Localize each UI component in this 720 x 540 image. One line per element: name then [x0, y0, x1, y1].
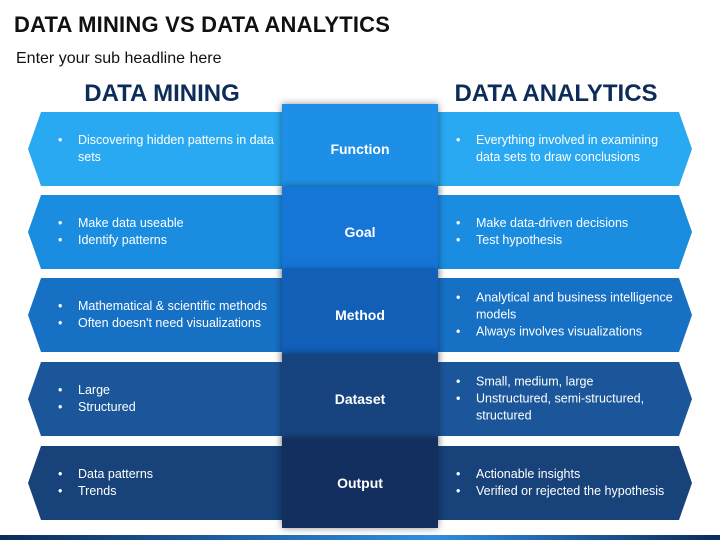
data-analytics-bullets: Small, medium, largeUnstructured, semi-s…: [452, 374, 676, 425]
bottom-accent-bar: [0, 535, 720, 540]
bullet-item: Always involves visualizations: [452, 324, 676, 341]
category-label: Output: [337, 475, 383, 491]
comparison-row-dataset: LargeStructured Small, medium, largeUnstr…: [0, 354, 720, 444]
bullet-item: Test hypothesis: [452, 232, 676, 249]
data-mining-bullets: Data patternsTrends: [54, 466, 282, 500]
data-analytics-bullets: Analytical and business intelligence mod…: [452, 290, 676, 341]
bullet-item: Often doesn't need visualizations: [54, 315, 282, 332]
category-label-box: Dataset: [282, 354, 438, 444]
category-label: Dataset: [334, 391, 386, 407]
bullet-item: Everything involved in examining data se…: [452, 132, 676, 166]
bullet-item: Small, medium, large: [452, 374, 676, 391]
page-title: DATA MINING VS DATA ANALYTICS: [14, 12, 391, 37]
page-subtitle: Enter your sub headline here: [16, 50, 222, 67]
category-label-box: Method: [282, 270, 438, 360]
bullet-item: Large: [54, 382, 282, 399]
category-label-box: Function: [282, 104, 438, 194]
category-label-box: Output: [282, 438, 438, 528]
data-mining-bullets: LargeStructured: [54, 382, 282, 416]
bullet-item: Verified or rejected the hypothesis: [452, 483, 676, 500]
bullet-item: Make data useable: [54, 215, 282, 232]
comparison-row-function: Discovering hidden patterns in data sets…: [0, 104, 720, 194]
category-label-box: Goal: [282, 187, 438, 277]
data-analytics-header: DATA ANALYTICS: [454, 80, 658, 107]
bullet-item: Discovering hidden patterns in data sets: [54, 132, 282, 166]
data-analytics-bullets: Actionable insightsVerified or rejected …: [452, 466, 676, 500]
data-mining-bullets: Make data useableIdentify patterns: [54, 215, 282, 249]
bullet-item: Make data-driven decisions: [452, 215, 676, 232]
bullet-item: Data patterns: [54, 466, 282, 483]
data-analytics-bullets: Everything involved in examining data se…: [452, 132, 676, 166]
bullet-item: Analytical and business intelligence mod…: [452, 290, 676, 324]
category-label: Method: [335, 307, 385, 323]
bullet-item: Structured: [54, 399, 282, 416]
bullet-item: Mathematical & scientific methods: [54, 298, 282, 315]
bullet-item: Identify patterns: [54, 232, 282, 249]
comparison-row-method: Mathematical & scientific methodsOften d…: [0, 270, 720, 360]
comparison-row-output: Data patternsTrends Actionable insightsVe…: [0, 438, 720, 528]
comparison-row-goal: Make data useableIdentify patternsMake d…: [0, 187, 720, 277]
category-label: Goal: [344, 224, 376, 240]
category-label: Function: [330, 141, 390, 157]
data-mining-bullets: Mathematical & scientific methodsOften d…: [54, 298, 282, 332]
bullet-item: Actionable insights: [452, 466, 676, 483]
data-mining-header: DATA MINING: [84, 80, 240, 107]
data-analytics-bullets: Make data-driven decisionsTest hypothesi…: [452, 215, 676, 249]
bullet-item: Trends: [54, 483, 282, 500]
data-mining-bullets: Discovering hidden patterns in data sets: [54, 132, 282, 166]
bullet-item: Unstructured, semi-structured, structure…: [452, 391, 676, 425]
